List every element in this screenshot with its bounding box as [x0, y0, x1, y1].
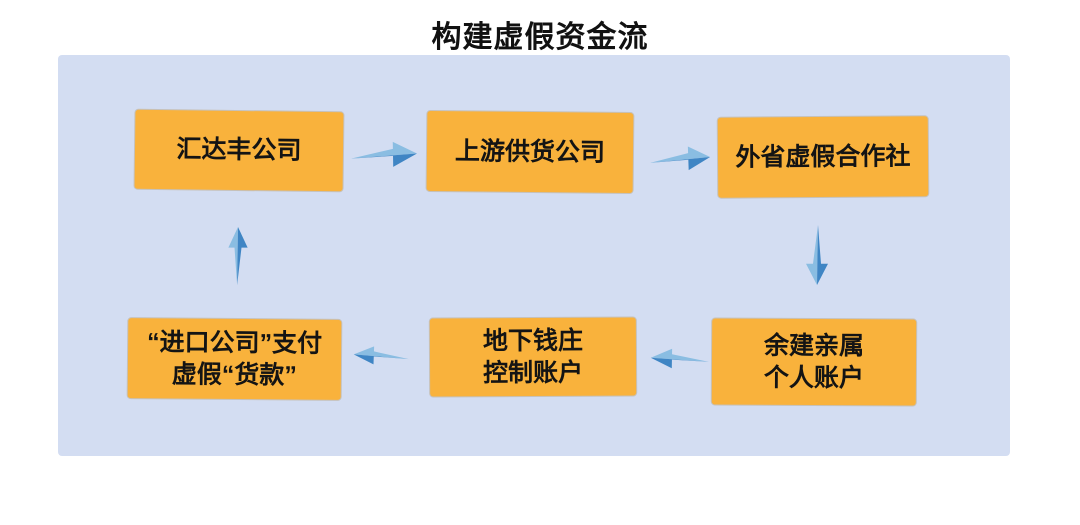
node-label-line1: 地下钱庄 — [482, 326, 583, 355]
node-label: 汇达丰公司 — [176, 135, 302, 166]
arrow-down-icon — [801, 223, 833, 285]
node-label-line2: 虚假“货款” — [171, 360, 297, 390]
node-label-line2: 个人账户 — [763, 363, 864, 393]
arrow-up-icon — [224, 227, 252, 287]
page-title: 构建虚假资金流 — [431, 21, 649, 54]
node-upstream-supplier: 上游供货公司 — [426, 110, 634, 194]
arrow-left-icon — [649, 344, 709, 373]
node-label-line1: 余建亲属 — [763, 331, 865, 360]
node-fake-cooperative: 外省虚假合作社 — [717, 116, 929, 198]
arrow-right-icon — [351, 136, 420, 173]
node-label-line1: “进口公司”支付 — [147, 327, 323, 358]
arrow-left-icon — [352, 342, 410, 370]
node-relatives-personal-accounts: 余建亲属 个人账户 — [711, 318, 917, 406]
node-label: 外省虚假合作社 — [735, 142, 911, 172]
node-import-company-payment: “进口公司”支付 虚假“货款” — [127, 318, 342, 400]
arrow-right-icon — [649, 141, 712, 177]
node-label: 上游供货公司 — [454, 136, 606, 167]
node-huidafeng-company: 汇达丰公司 — [134, 109, 344, 192]
node-label-line2: 控制账户 — [482, 358, 584, 388]
node-underground-bank-accounts: 地下钱庄 控制账户 — [429, 317, 637, 397]
